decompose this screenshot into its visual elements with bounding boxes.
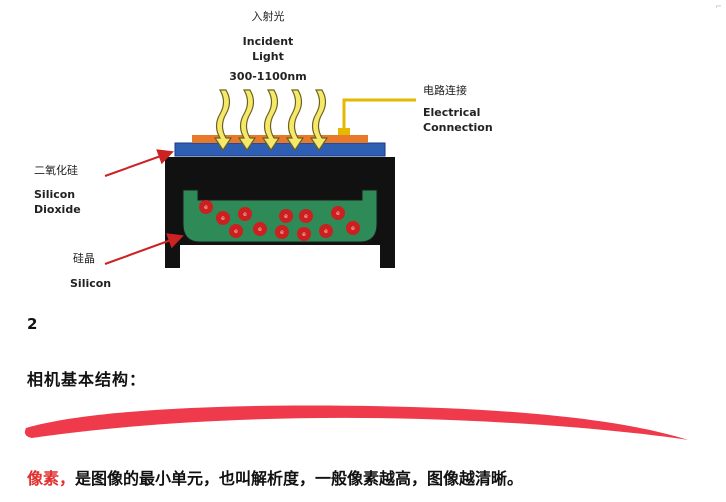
svg-text:e: e: [243, 211, 247, 218]
electrical-wire: [342, 98, 416, 135]
svg-text:e: e: [280, 229, 284, 236]
electrical-connection-en-label-2: Connection: [423, 121, 493, 134]
silicon-cn-label: 硅晶: [73, 252, 95, 265]
electron: e: [253, 222, 267, 236]
definition-body: 是图像的最小单元，也叫解析度，一般像素越高，图像越清晰。: [75, 469, 524, 488]
pixel-definition: 像素，是图像的最小单元，也叫解析度，一般像素越高，图像越清晰。: [27, 465, 523, 489]
electron: e: [319, 224, 333, 238]
electrons: e e e e e e e e e e e e: [199, 200, 360, 241]
svg-text:e: e: [336, 210, 340, 217]
electron: e: [229, 224, 243, 238]
silicon-en-label: Silicon: [70, 277, 112, 290]
light-arrow-1: [213, 89, 233, 152]
light-arrow-3: [261, 89, 281, 152]
section-number: 2: [27, 315, 38, 333]
electron: e: [238, 207, 252, 221]
electron: e: [331, 206, 345, 220]
section-title: 相机基本结构：: [27, 370, 147, 389]
svg-text:e: e: [234, 228, 238, 235]
silicon-dioxide-en-label-2: Dioxide: [34, 203, 81, 216]
electron: e: [199, 200, 213, 214]
electron: e: [299, 209, 313, 223]
incident-light-en-label-2: Light: [252, 50, 284, 63]
svg-text:e: e: [302, 231, 306, 238]
incident-light-en-label-1: Incident: [242, 35, 294, 48]
wire-contact: [338, 128, 350, 135]
sio2-pointer: [104, 149, 174, 177]
electron: e: [216, 211, 230, 225]
ccd-sensor-diagram: e e e e e e e e e e e e 入射光 Incident Lig…: [34, 10, 493, 290]
electron: e: [346, 221, 360, 235]
svg-text:e: e: [221, 215, 225, 222]
corner-crop-mark: ⌐: [715, 2, 722, 11]
electrode-layer: [192, 135, 368, 143]
electron: e: [297, 227, 311, 241]
svg-text:e: e: [204, 204, 208, 211]
svg-text:e: e: [324, 228, 328, 235]
incident-light-arrows: [213, 89, 329, 152]
svg-text:e: e: [351, 225, 355, 232]
silicon-dioxide-cn-label: 二氧化硅: [34, 164, 78, 177]
electrical-connection-en-label-1: Electrical: [423, 106, 481, 119]
svg-text:e: e: [284, 213, 288, 220]
electron: e: [279, 209, 293, 223]
definition-term: 像素，: [27, 469, 76, 488]
svg-text:e: e: [304, 213, 308, 220]
incident-light-cn-label: 入射光: [251, 10, 285, 23]
silicon-dioxide-en-label-1: Silicon: [34, 188, 76, 201]
light-arrow-2: [237, 89, 257, 152]
ccd-sensor-svg: e e e e e e e e e e e e: [104, 89, 416, 268]
svg-text:e: e: [258, 226, 262, 233]
red-brush-stroke: [24, 405, 689, 440]
silicon-pointer: [104, 233, 184, 265]
electrical-connection-cn-label: 电路连接: [423, 84, 467, 97]
light-arrow-4: [285, 89, 305, 152]
silicon-dioxide-layer: [174, 142, 386, 157]
electron: e: [275, 225, 289, 239]
light-arrow-5: [309, 89, 329, 152]
wavelength-label: 300-1100nm: [229, 70, 307, 83]
